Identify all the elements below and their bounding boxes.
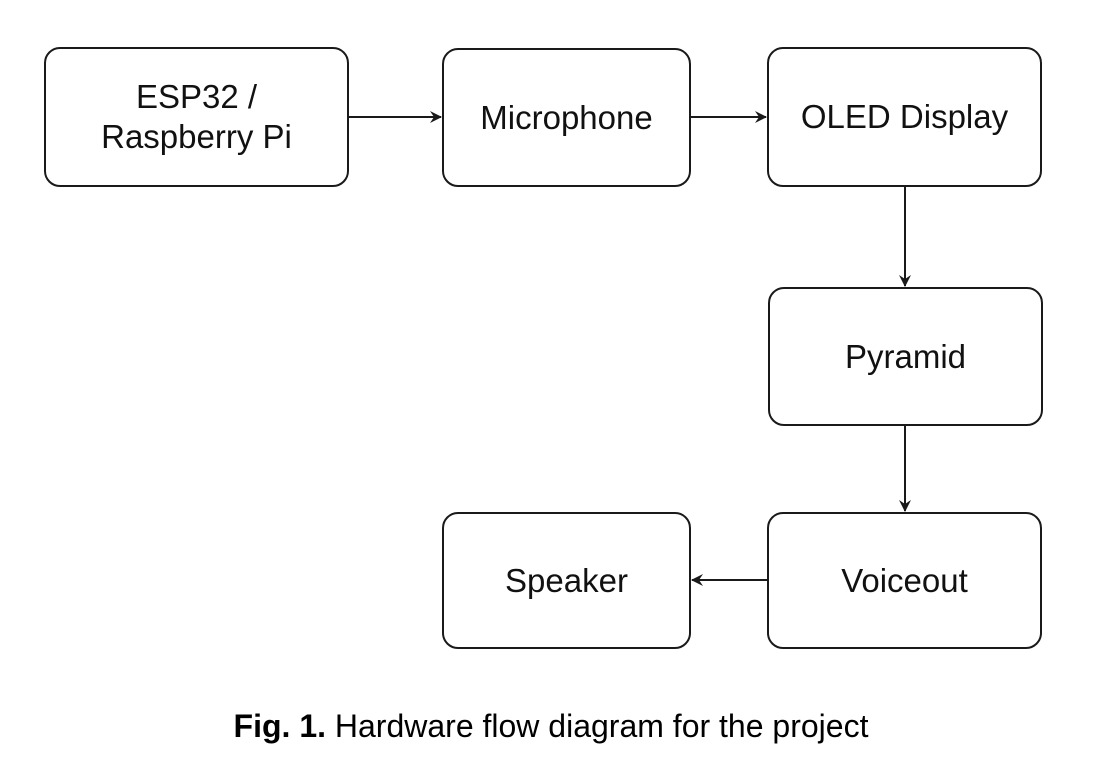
node-speaker: Speaker [442, 512, 691, 649]
node-voiceout: Voiceout [767, 512, 1042, 649]
node-label: Voiceout [841, 561, 968, 599]
figure-caption: Fig. 1. Hardware flow diagram for the pr… [0, 708, 1102, 745]
node-label: OLED Display [800, 98, 1009, 136]
caption-text: Hardware flow diagram for the project [326, 708, 869, 744]
node-esp32-raspberry-pi: ESP32 / Raspberry Pi [44, 47, 349, 187]
node-oled-display: OLED Display [767, 47, 1042, 187]
node-label: ESP32 / Raspberry Pi [101, 78, 292, 155]
node-label: Speaker [505, 561, 628, 599]
node-label: Pyramid [844, 337, 967, 375]
node-pyramid: Pyramid [768, 287, 1043, 426]
node-label: Microphone [480, 98, 653, 136]
figure-number: Fig. 1. [233, 708, 326, 744]
node-microphone: Microphone [442, 48, 691, 187]
